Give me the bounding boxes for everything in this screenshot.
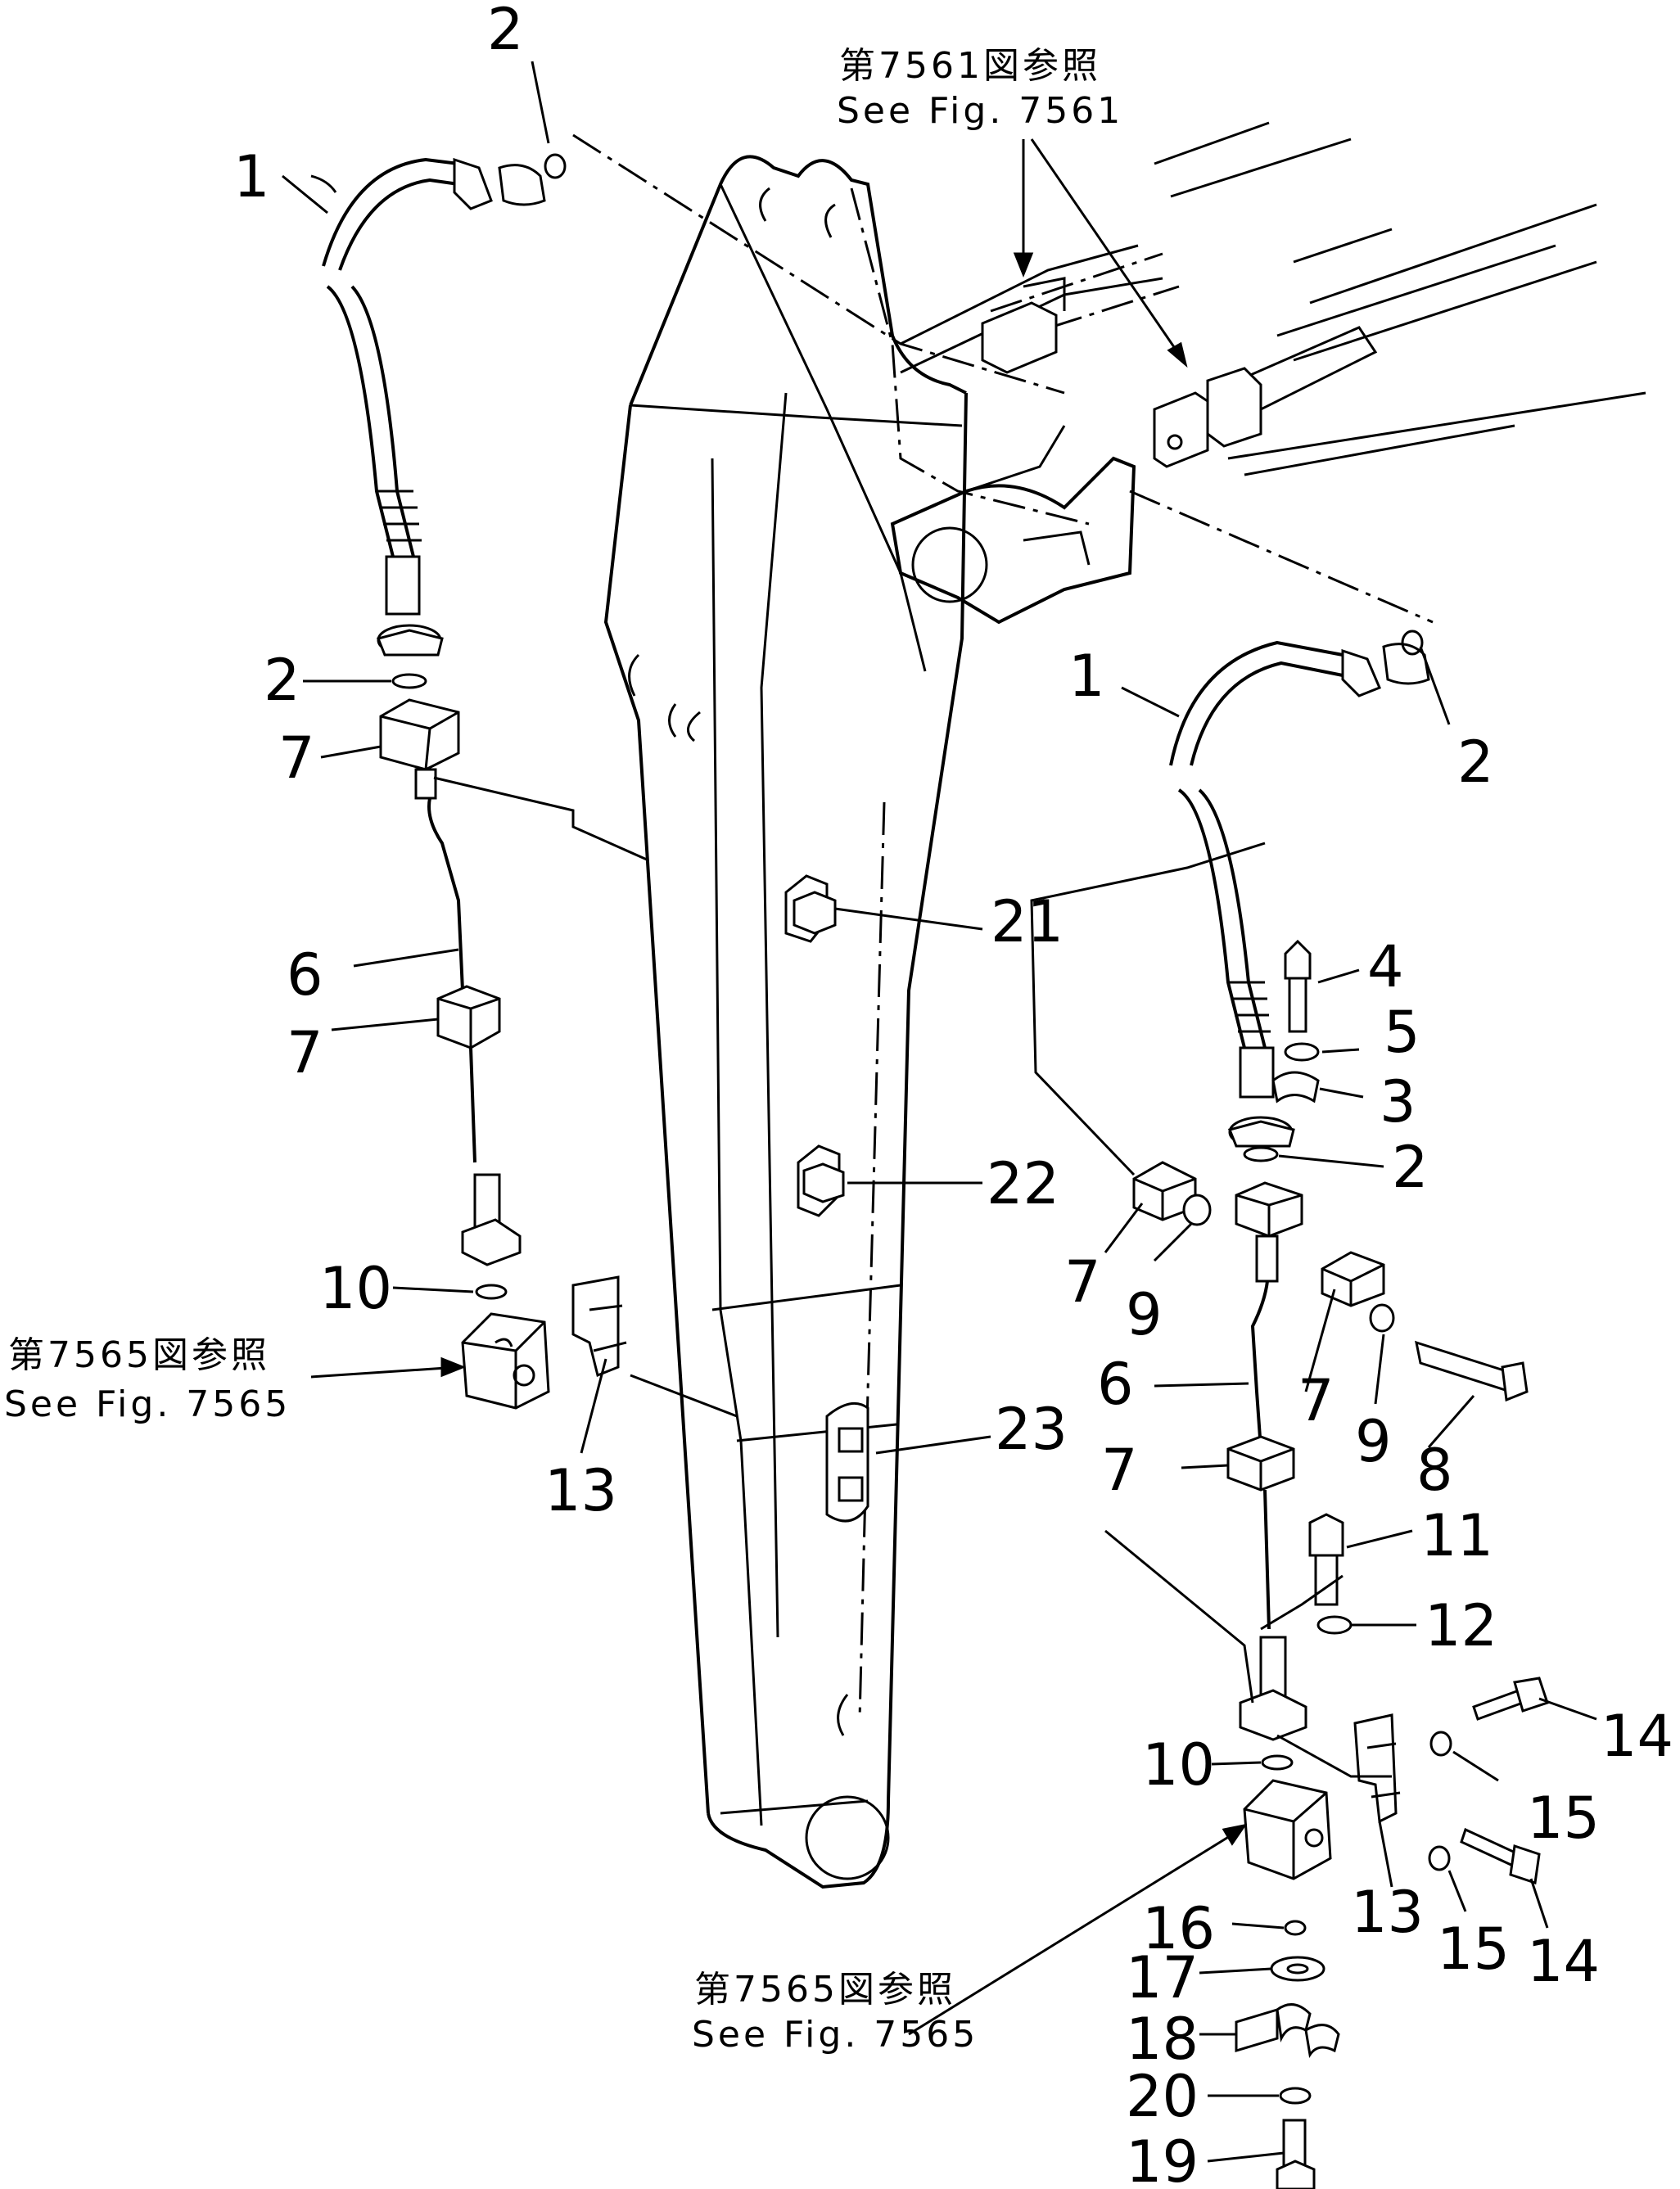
label-19: 19 [1126,2128,1199,2189]
label-8: 8 [1416,1437,1453,1504]
label-11: 11 [1420,1502,1493,1569]
reference-notes: 第7561図参照 See Fig. 7561 第7565図参照 See Fig.… [4,45,1123,2056]
label-10-left: 10 [319,1255,392,1322]
ref-7565-bottom-en: See Fig. 7565 [692,2014,978,2056]
left-hose-assembly [310,153,738,1418]
label-3: 3 [1380,1068,1416,1135]
label-9-right-b: 9 [1355,1408,1392,1475]
right-hose-assembly [1030,630,1549,2189]
label-18: 18 [1126,2006,1199,2073]
label-4: 4 [1367,933,1404,1000]
ref-7565-bottom-ja: 第7565図参照 [694,1969,956,2011]
label-12: 12 [1425,1592,1497,1659]
label-2-top: 2 [487,0,524,63]
label-23: 23 [995,1396,1068,1463]
label-13-right: 13 [1351,1879,1424,1946]
part-number-labels: 1 2 2 7 6 7 10 13 21 22 23 1 2 4 5 3 2 7… [233,0,1673,2189]
label-5: 5 [1384,999,1420,1066]
label-13-left: 13 [544,1457,617,1524]
label-7-left-a: 7 [278,724,315,792]
label-20: 20 [1126,2063,1199,2130]
label-9-right-a: 9 [1126,1281,1163,1348]
label-22: 22 [987,1150,1059,1217]
label-17: 17 [1126,1944,1199,2011]
label-2-right-top: 2 [1457,729,1494,796]
label-7-right-b: 7 [1298,1367,1335,1434]
label-10-right: 10 [1142,1731,1215,1799]
label-6-right: 6 [1097,1351,1134,1418]
label-2-left: 2 [264,647,300,714]
label-1-right: 1 [1068,643,1105,710]
ref-7561-ja: 第7561図参照 [839,45,1101,87]
label-16: 16 [1142,1895,1215,1962]
label-14-right-b: 14 [1527,1928,1600,1995]
ref-7565-left-en: See Fig. 7565 [4,1383,291,1425]
label-7-right-c: 7 [1101,1437,1138,1504]
label-7-left-b: 7 [287,1019,323,1086]
boom-plates [784,874,869,1523]
label-15-right-a: 15 [1527,1785,1600,1852]
label-21: 21 [991,888,1064,955]
leader-lines [282,61,1597,2163]
label-14-right-a: 14 [1601,1703,1673,1770]
label-2-right: 2 [1392,1134,1429,1201]
label-7-right-a: 7 [1064,1248,1101,1316]
label-1-left: 1 [233,143,270,210]
label-15-right-b: 15 [1437,1916,1510,1983]
ref-7561-en: See Fig. 7561 [837,90,1123,132]
ref-7565-left-ja: 第7565図参照 [8,1334,270,1376]
label-6-left: 6 [287,941,323,1009]
